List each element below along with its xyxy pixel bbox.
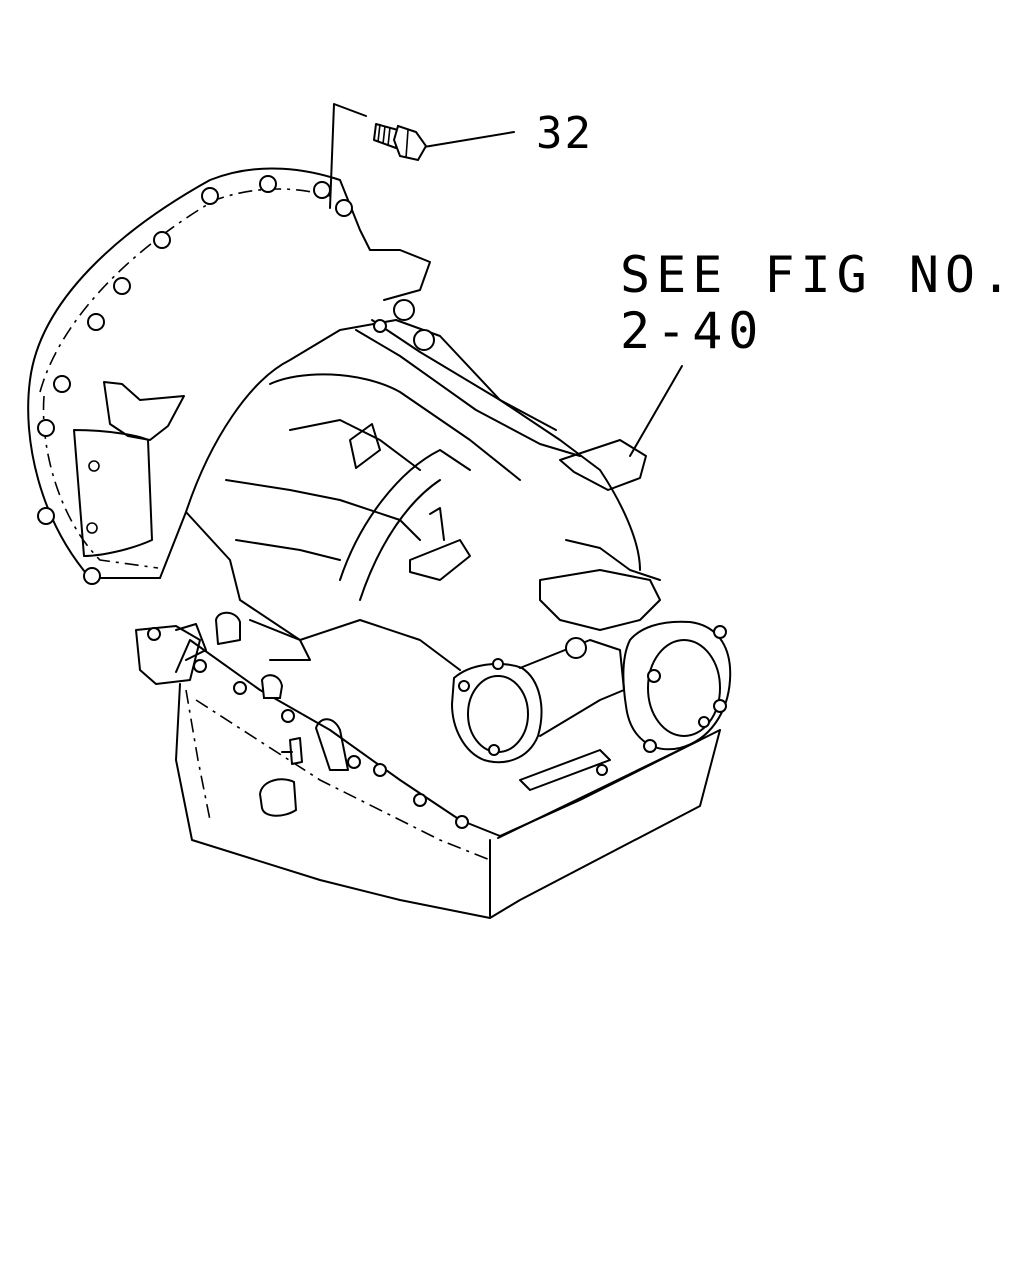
transmission-case <box>159 299 647 671</box>
leader-line-32 <box>329 103 515 209</box>
bolt-part-32 <box>373 123 428 162</box>
reference-label-line1: SEE FIG NO. <box>620 246 1018 304</box>
rear-extension <box>539 539 732 753</box>
side-fittings <box>135 611 311 699</box>
bell-housing <box>27 167 431 585</box>
pto-cover-opening <box>451 637 625 764</box>
part-number-label: 32 <box>536 108 593 159</box>
oil-pan <box>175 639 721 919</box>
reference-label-line2: 2-40 <box>620 302 765 360</box>
leader-line-reference <box>629 365 683 457</box>
